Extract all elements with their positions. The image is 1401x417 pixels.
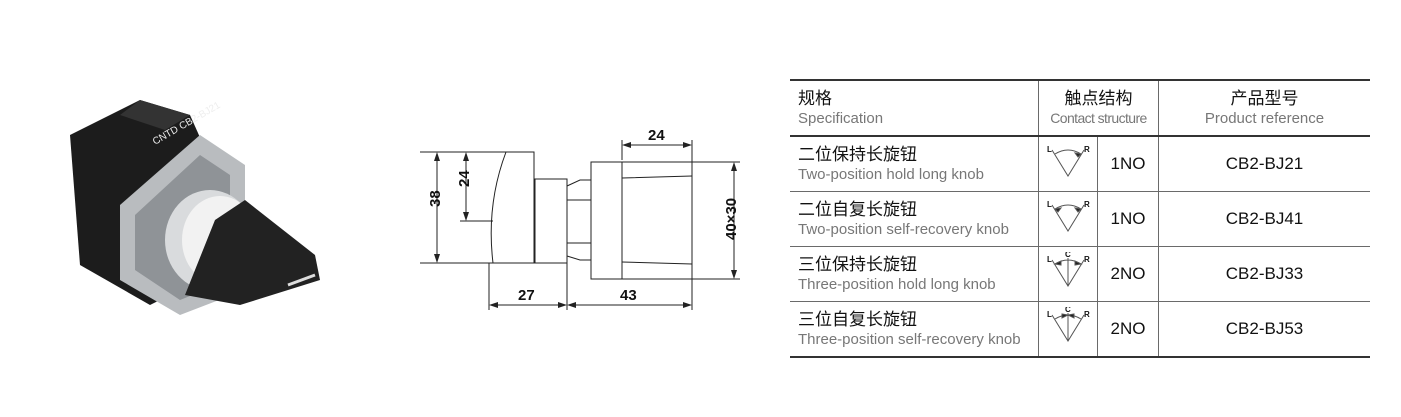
header-spec-en: Specification bbox=[798, 109, 884, 127]
row-contact: 1NO bbox=[1097, 191, 1159, 247]
row-spec-cn: 二位保持长旋钮 bbox=[798, 144, 917, 164]
row-reference: CB2-BJ41 bbox=[1158, 191, 1370, 247]
row-reference: CB2-BJ33 bbox=[1158, 246, 1370, 302]
row-spec-en: Three-position self-recovery knob bbox=[798, 330, 1021, 348]
dim-body-section: 40×30 bbox=[723, 198, 740, 240]
svg-text:L: L bbox=[1047, 200, 1052, 209]
header-contact-cn: 触点结构 bbox=[1064, 88, 1133, 108]
dim-knob-height: 24 bbox=[456, 170, 473, 187]
row-spec-cn: 二位自复长旋钮 bbox=[798, 199, 917, 219]
dim-front-depth: 27 bbox=[518, 287, 535, 304]
three-position-hold-icon: L R C bbox=[1047, 250, 1090, 287]
svg-text:L: L bbox=[1047, 145, 1052, 154]
row-spec-cn: 三位自复长旋钮 bbox=[798, 309, 917, 329]
dimension-drawing: 38 24 24 40×30 27 43 bbox=[420, 127, 740, 310]
svg-text:R: R bbox=[1084, 200, 1090, 209]
header-ref-en: Product reference bbox=[1204, 109, 1325, 127]
row-spec-en: Two-position self-recovery knob bbox=[798, 220, 1009, 238]
svg-text:R: R bbox=[1084, 255, 1090, 264]
product-photo: CNTD CB2-BJ21 bbox=[70, 100, 320, 315]
dim-rear-depth: 24 bbox=[648, 127, 665, 144]
row-reference: CB2-BJ53 bbox=[1158, 301, 1370, 358]
three-position-return-icon: L R C bbox=[1047, 305, 1090, 342]
svg-text:R: R bbox=[1084, 310, 1090, 319]
header-ref-cn: 产品型号 bbox=[1230, 88, 1299, 108]
row-spec-cn: 三位保持长旋钮 bbox=[798, 254, 917, 274]
dim-overall-height: 38 bbox=[427, 190, 444, 207]
svg-text:C: C bbox=[1065, 307, 1071, 314]
two-position-return-icon: L R bbox=[1047, 200, 1090, 232]
svg-text:C: C bbox=[1065, 252, 1071, 259]
row-contact: 2NO bbox=[1097, 246, 1159, 302]
row-spec-en: Two-position hold long knob bbox=[798, 165, 984, 183]
row-contact: 1NO bbox=[1097, 135, 1159, 192]
header-contact-en: Contact structure bbox=[1050, 109, 1147, 126]
row-reference: CB2-BJ21 bbox=[1158, 135, 1370, 192]
row-contact: 2NO bbox=[1097, 301, 1159, 358]
header-spec-cn: 规格 bbox=[798, 88, 832, 108]
dim-rear-length: 43 bbox=[620, 287, 637, 304]
svg-text:L: L bbox=[1047, 310, 1052, 319]
row-spec-en: Three-position hold long knob bbox=[798, 275, 996, 293]
svg-text:L: L bbox=[1047, 255, 1052, 264]
svg-text:R: R bbox=[1084, 145, 1090, 154]
two-position-hold-icon: L R bbox=[1047, 145, 1090, 177]
